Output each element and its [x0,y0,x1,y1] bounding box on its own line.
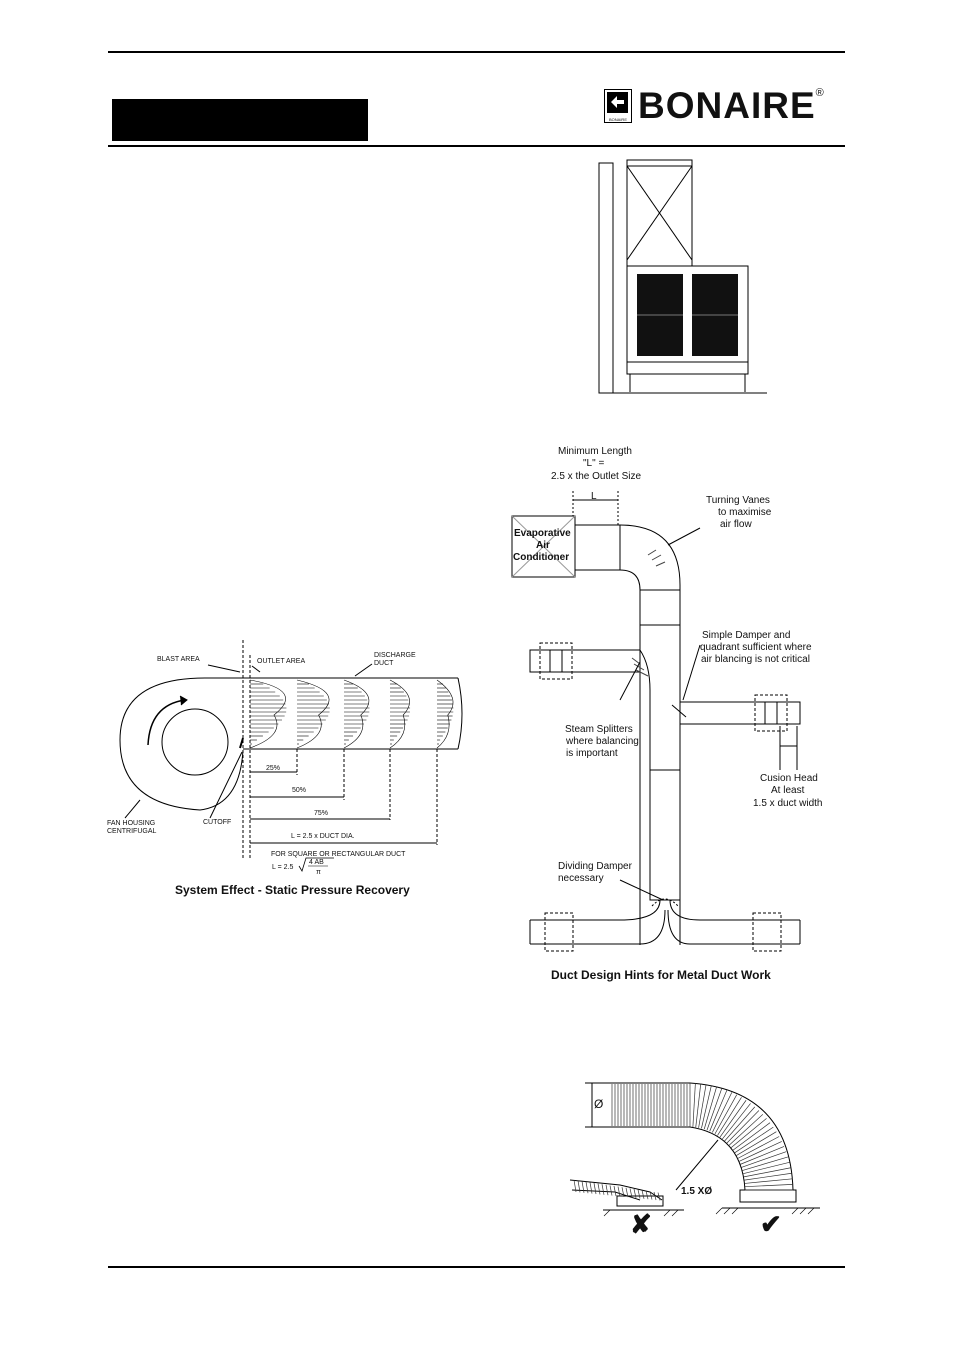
cusion-head-1: Cusion Head [760,773,818,784]
fan-housing-label-1: FAN HOUSING [107,820,156,827]
cutoff-label: CUTOFF [203,819,232,826]
l-dia-label: L = 2.5 x DUCT DIA. [291,833,355,840]
diameter-symbol: Ø [594,1097,604,1111]
formula-numerator: 4 AB [309,859,324,866]
wrong-cross-icon: ✘ [630,1209,652,1239]
steam-splitters-2: where balancing [566,736,639,747]
pct75-label: 75% [314,810,329,817]
footer-rule [108,1266,845,1268]
header-rule [108,145,845,147]
discharge-label-2: DUCT [374,660,394,667]
duct-hints-caption: Duct Design Hints for Metal Duct Work [551,968,771,982]
discharge-label-1: DISCHARGE [374,652,416,659]
registered-mark: ® [815,87,824,99]
unit-label-2: Air [536,540,550,551]
fan-housing-label-2: CENTRIFUGAL [107,828,157,835]
brand-name: BONAIRE [638,85,816,126]
l-dimension-label: L [591,491,597,502]
pct50-label: 50% [292,787,307,794]
top-rule [108,51,845,53]
cusion-head-2: At least [771,785,805,796]
turning-vanes-1: Turning Vanes [706,495,770,506]
title-block [112,99,368,141]
correct-tick-icon: ✔ [760,1209,782,1239]
damper-note-1: Simple Damper and [702,630,791,641]
formula-prefix: L = 2.5 [272,864,294,871]
turning-vanes-3: air flow [720,519,752,530]
bend-radius-label: 1.5 XØ [681,1186,713,1197]
damper-note-3: air blancing is not critical [701,654,810,665]
unit-label-1: Evaporative [514,528,571,539]
min-length-line-1: Minimum Length [558,446,632,457]
min-length-line-3: 2.5 x the Outlet Size [551,471,642,482]
steam-splitters-3: is important [566,748,618,759]
dividing-damper-1: Dividing Damper [558,861,632,872]
cusion-head-3: 1.5 x duct width [753,798,823,809]
pct25-label: 25% [266,765,281,772]
turning-vanes-2: to maximise [718,507,772,518]
blast-area-label: BLAST AREA [157,656,200,663]
system-effect-caption: System Effect - Static Pressure Recovery [175,883,410,897]
formula-denominator: π [316,869,321,876]
square-duct-note: FOR SQUARE OR RECTANGULAR DUCT [271,851,406,858]
unit-label-3: Conditioner [513,552,570,563]
damper-note-2: quadrant sufficient where [700,642,812,653]
steam-splitters-1: Steam Splitters [565,724,633,735]
min-length-line-2: "L" = [583,458,605,469]
formula-radical [298,857,334,872]
bonaire-mark-icon: BONAIRE [604,89,632,123]
outlet-area-label: OUTLET AREA [257,658,306,665]
dividing-damper-2: necessary [558,873,604,884]
bonaire-logo: BONAIRE BONAIRE ® [604,85,824,126]
